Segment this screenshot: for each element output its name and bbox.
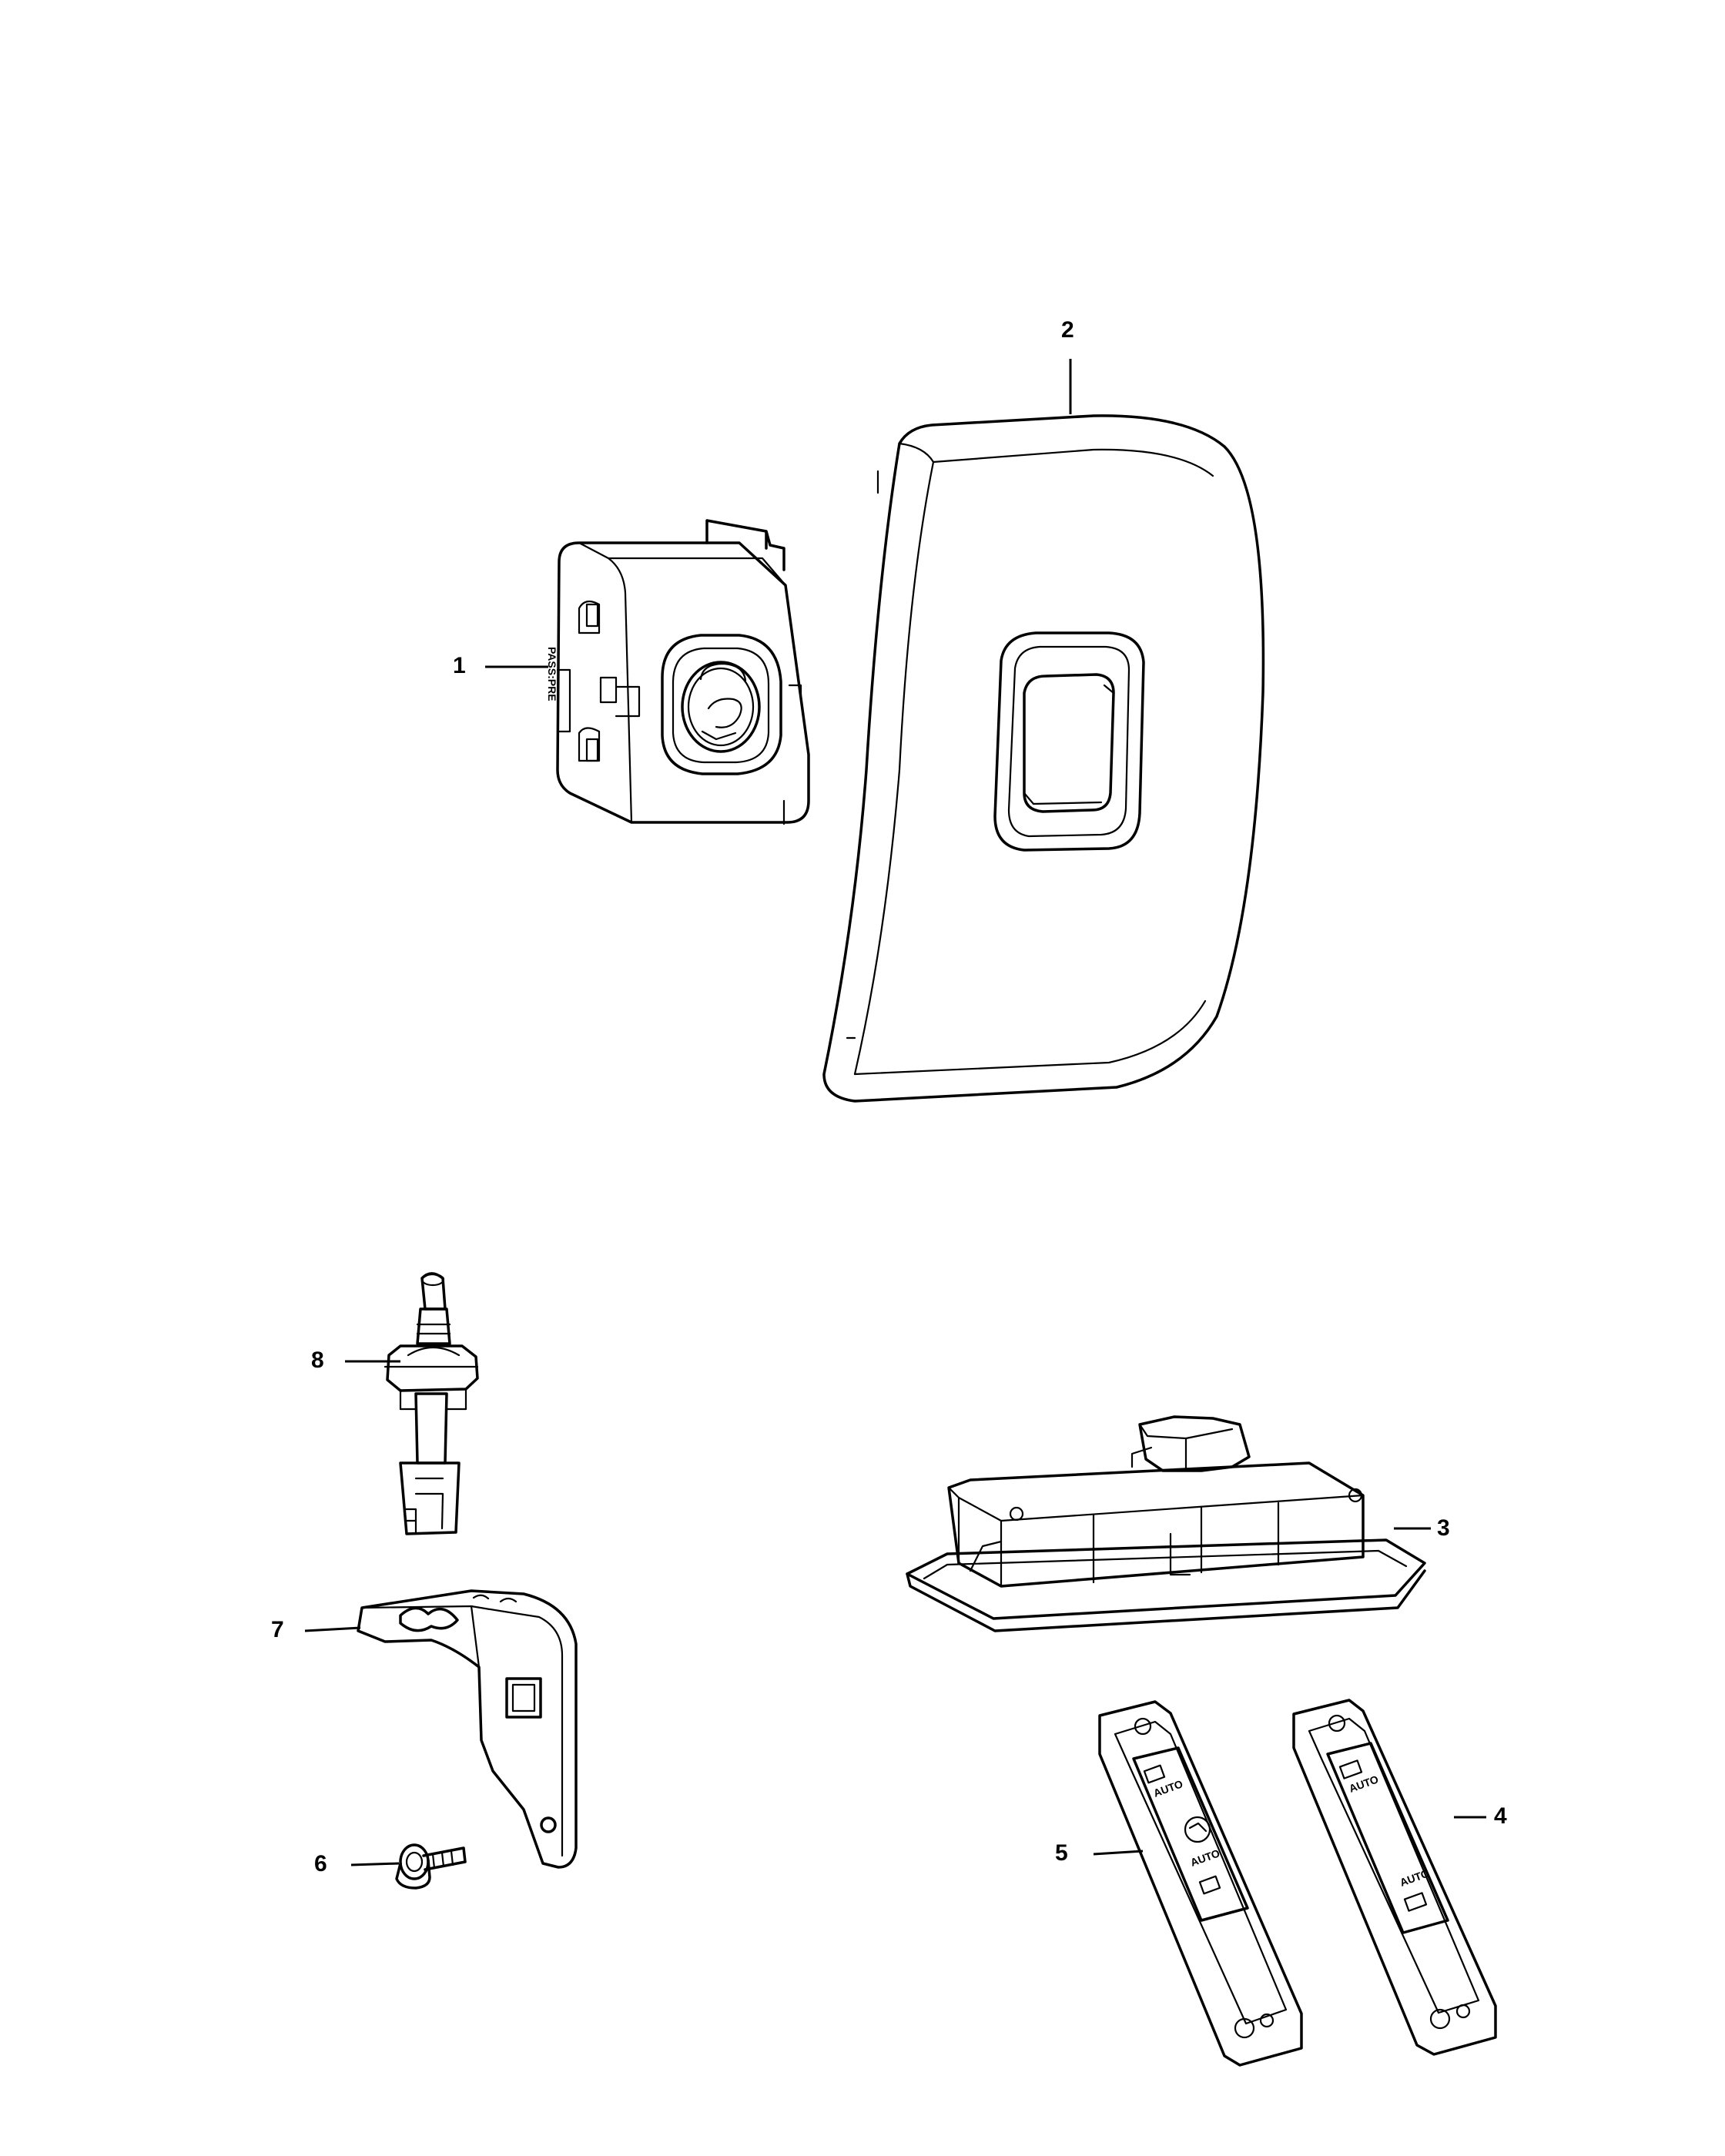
lamp-housing-icon [906, 1415, 1426, 1632]
switch-module-tiny-text: PASS:PRE [546, 647, 558, 701]
window-switch-icon-4 [1292, 1699, 1497, 2056]
window-switch-icon-5 [1098, 1700, 1303, 2067]
callout-6: 6 [314, 1851, 327, 1876]
callout-4: 4 [1494, 1803, 1507, 1829]
callout-2: 2 [1061, 317, 1074, 343]
callout-8: 8 [311, 1348, 324, 1373]
callout-1: 1 [453, 653, 466, 678]
switch-module-icon [556, 519, 810, 825]
leader-6 [350, 1862, 400, 1866]
callout-3: 3 [1437, 1515, 1450, 1541]
sensor-icon [384, 1272, 479, 1535]
svg-text:PASS:PRE: PASS:PRE [546, 647, 558, 701]
switch-5-auto-bottom: AUTO [1189, 1846, 1222, 1869]
bezel-icon [822, 414, 1265, 1103]
callout-7: 7 [271, 1617, 284, 1642]
bolt-icon [395, 1843, 467, 1890]
bracket-icon [357, 1589, 578, 1869]
switch-4-auto-bottom: AUTO [1398, 1866, 1432, 1889]
leader-5 [1093, 1850, 1144, 1856]
leader-7 [304, 1626, 361, 1632]
callout-5: 5 [1055, 1840, 1068, 1866]
